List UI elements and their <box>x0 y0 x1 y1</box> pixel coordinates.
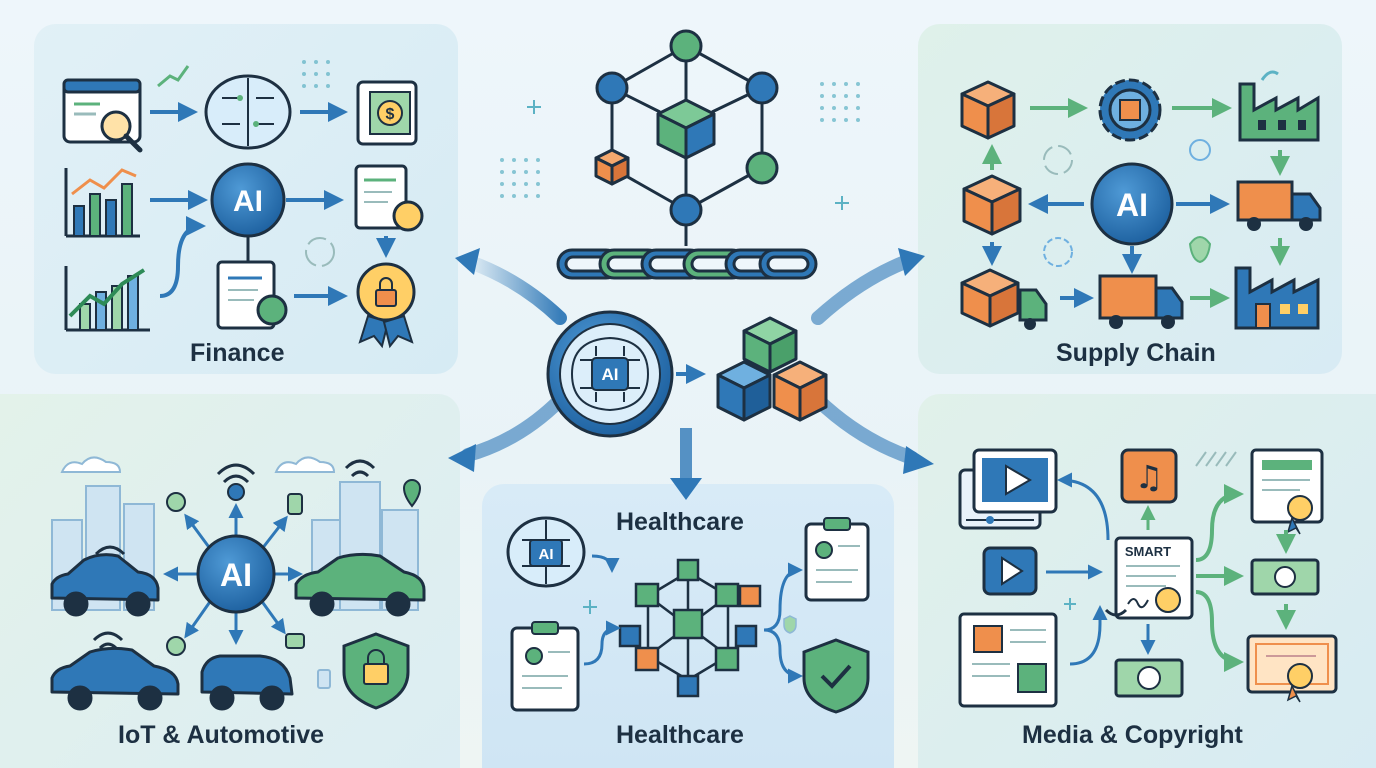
supply-ai-badge: AI <box>1116 187 1148 223</box>
media-copyright-label: Media & Copyright <box>1022 721 1243 749</box>
finance-label: Finance <box>190 339 285 367</box>
central-ai-label: AI <box>601 365 619 384</box>
iot-illustration: AI <box>50 456 426 711</box>
blockchain-network <box>500 29 860 280</box>
healthcare-illustration: AI <box>506 516 870 714</box>
hub-arrows <box>448 248 934 500</box>
finance-currency-symbol: $ <box>386 106 395 123</box>
healthcare-ai-badge: AI <box>539 546 554 563</box>
central-ai-hub <box>546 310 828 438</box>
healthcare-title-label: Healthcare <box>616 508 744 536</box>
smart-contract-label: SMART <box>1125 544 1171 559</box>
finance-ai-badge: AI <box>233 185 263 218</box>
supply-chain-illustration: AI <box>960 70 1322 330</box>
media-illustration: ♫ SMART <box>958 448 1338 708</box>
supply-chain-label: Supply Chain <box>1056 339 1216 367</box>
music-note-icon: ♫ <box>1135 458 1164 496</box>
iot-ai-badge: AI <box>220 557 252 593</box>
finance-illustration: $ AI <box>62 60 424 349</box>
iot-automotive-label: IoT & Automotive <box>118 721 325 749</box>
healthcare-label: Healthcare <box>616 721 744 749</box>
